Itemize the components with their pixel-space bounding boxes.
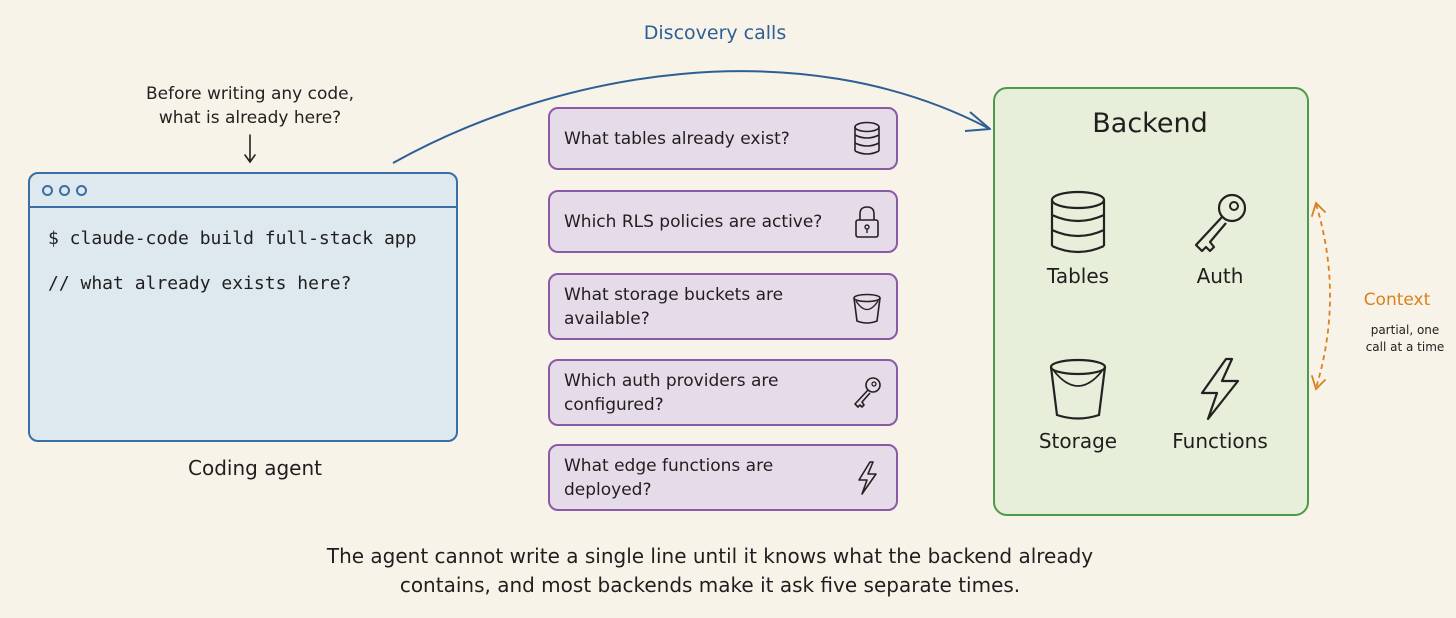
bucket-icon xyxy=(853,293,881,324)
question-text: What edge functions are deployed? xyxy=(564,455,774,500)
question-card-auth: Which auth providers are configured? xyxy=(548,359,898,426)
coding-agent-caption: Coding agent xyxy=(188,456,322,480)
terminal-command: $ claude-code build full-stack app xyxy=(48,228,417,249)
backend-panel xyxy=(993,87,1309,516)
context-sub-line1: partial, one xyxy=(1370,323,1440,337)
window-dot-icon[interactable] xyxy=(42,184,53,196)
top-note-line1: Before writing any code, xyxy=(145,84,355,104)
caption-line2: contains, and most backends make it ask … xyxy=(399,573,1021,597)
backend-item-label: Tables xyxy=(1046,264,1110,288)
key-icon xyxy=(854,376,881,408)
caption-line1: The agent cannot write a single line unt… xyxy=(326,544,1094,568)
window-dot-icon[interactable] xyxy=(76,184,87,196)
question-text: What tables already exist? xyxy=(564,128,790,149)
backend-title: Backend xyxy=(1092,108,1208,139)
question-card-rls: Which RLS policies are active? xyxy=(548,190,898,253)
lightning-icon xyxy=(1200,357,1240,421)
discovery-calls-label: Discovery calls xyxy=(643,22,787,44)
backend-item-label: Auth xyxy=(1196,264,1244,288)
terminal-title-bar xyxy=(30,174,456,208)
database-icon xyxy=(1050,190,1106,254)
backend-item-tables: Tables xyxy=(1013,190,1143,288)
bucket-icon xyxy=(1049,358,1107,420)
backend-item-label: Storage xyxy=(1038,429,1118,453)
top-note: Before writing any code, what is already… xyxy=(120,82,380,130)
backend-item-auth: Auth xyxy=(1155,190,1285,288)
key-icon xyxy=(1194,193,1247,253)
bottom-caption: The agent cannot write a single line unt… xyxy=(180,542,1240,600)
lock-icon xyxy=(855,205,879,238)
terminal-comment: // what already exists here? xyxy=(48,273,352,294)
context-arrow xyxy=(1311,201,1331,391)
context-sublabel: partial, one call at a time xyxy=(1350,322,1456,356)
question-text: Which RLS policies are active? xyxy=(564,211,823,232)
question-card-functions: What edge functions are deployed? xyxy=(548,444,898,511)
question-card-tables: What tables already exist? xyxy=(548,107,898,170)
question-card-storage: What storage buckets are available? xyxy=(548,273,898,340)
backend-item-label: Functions xyxy=(1172,429,1268,453)
backend-item-storage: Storage xyxy=(1013,355,1143,453)
question-text: What storage buckets are available? xyxy=(564,284,784,329)
down-arrow-icon xyxy=(244,134,256,164)
lightning-icon xyxy=(858,460,877,495)
top-note-line2: what is already here? xyxy=(158,108,342,128)
window-dot-icon[interactable] xyxy=(59,184,70,196)
context-sub-line2: call at a time xyxy=(1365,340,1445,354)
database-icon xyxy=(854,121,880,155)
terminal-window: $ claude-code build full-stack app // wh… xyxy=(28,172,458,442)
context-label: Context xyxy=(1363,290,1431,310)
question-text: Which auth providers are configured? xyxy=(564,370,779,415)
backend-item-functions: Functions xyxy=(1155,355,1285,453)
